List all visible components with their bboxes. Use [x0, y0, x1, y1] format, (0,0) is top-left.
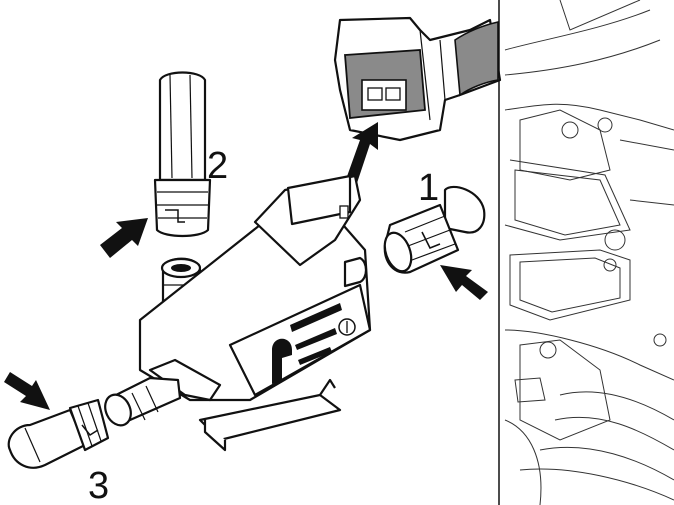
- callout-2: 2: [207, 145, 228, 187]
- callout-3: 3: [88, 465, 109, 505]
- solenoid-valve: [138, 174, 372, 452]
- callout-1: 1: [418, 167, 439, 209]
- left-nozzle: [104, 376, 182, 427]
- hose-2: [153, 71, 212, 238]
- connector-pointer-arrow: [345, 122, 378, 186]
- electrical-connector: [333, 16, 502, 142]
- hose-1: [383, 185, 486, 274]
- hose-3: [7, 398, 110, 469]
- hose-2-arrow: [100, 218, 148, 258]
- hose-3-arrow: [4, 372, 50, 410]
- hose-1-arrow: [440, 265, 488, 300]
- engine-bay-inset: [498, 0, 674, 505]
